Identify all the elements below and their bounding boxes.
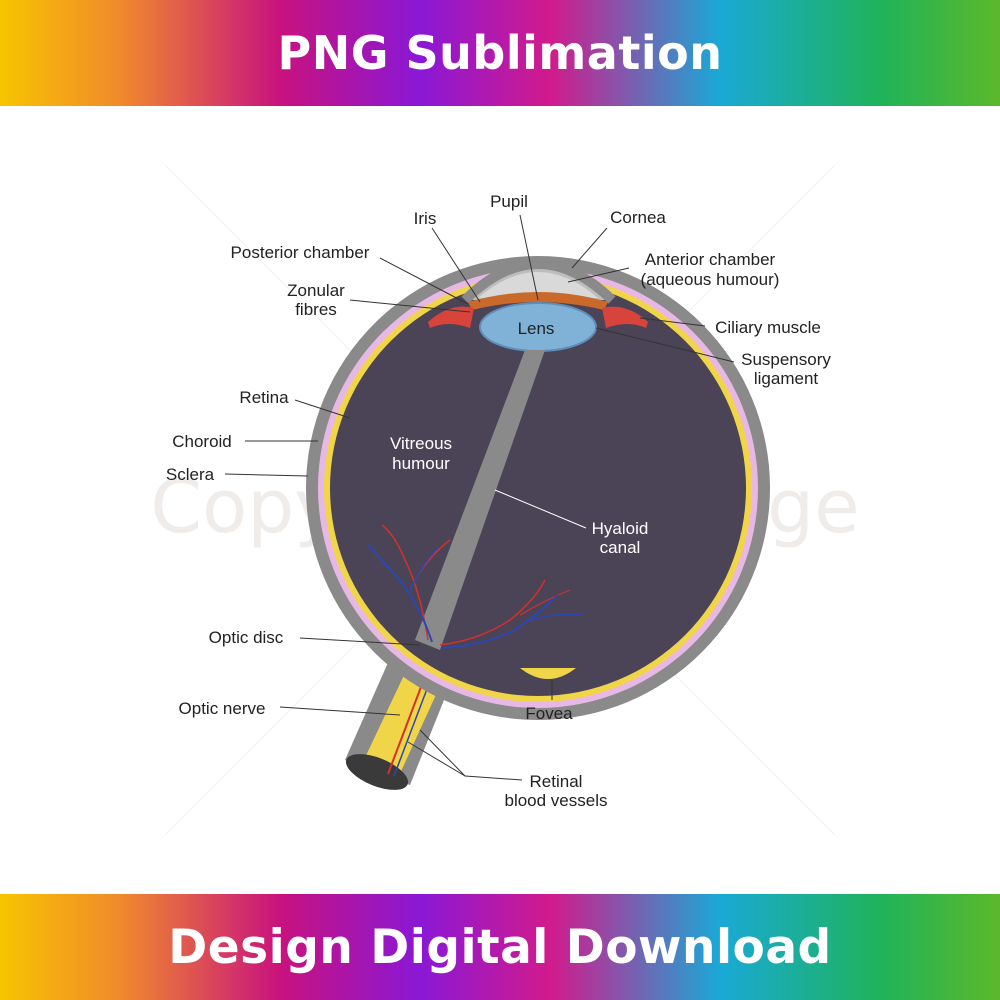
iris-shape [468, 292, 608, 310]
anterior-chamber-shape [478, 272, 598, 298]
label-retinal-vessels-1: Retinal [530, 772, 583, 791]
label-zonular-1: Zonular [287, 281, 345, 300]
label-anterior-chamber-2: (aqueous humour) [641, 270, 780, 289]
label-hyaloid-1: Hyaloid [592, 519, 649, 538]
top-banner: PNG Sublimation [0, 0, 1000, 106]
label-hyaloid-2: canal [600, 538, 641, 557]
label-optic-disc: Optic disc [209, 628, 284, 647]
bottom-banner-text: Design Digital Download [168, 919, 832, 975]
label-suspensory-2: ligament [754, 369, 819, 388]
diagram-labels: Pupil Iris Cornea Posterior chamber Ante… [166, 192, 831, 810]
label-retina: Retina [239, 388, 289, 407]
ciliary-left [428, 306, 474, 328]
label-lens: Lens [518, 319, 555, 338]
label-pupil: Pupil [490, 192, 528, 211]
label-anterior-chamber-1: Anterior chamber [645, 250, 776, 269]
hyaloid-leader [494, 489, 587, 529]
label-ciliary-muscle: Ciliary muscle [715, 318, 821, 337]
label-optic-nerve: Optic nerve [179, 699, 266, 718]
label-cornea: Cornea [610, 208, 666, 227]
retinal-blood-vessels [367, 524, 583, 649]
leader-lines [224, 214, 735, 781]
label-fovea: Fovea [525, 704, 573, 723]
bottom-banner: Design Digital Download [0, 894, 1000, 1000]
label-suspensory-1: Suspensory [741, 350, 831, 369]
label-iris: Iris [414, 209, 437, 228]
label-choroid: Choroid [172, 432, 232, 451]
top-banner-text: PNG Sublimation [277, 26, 723, 80]
label-vitreous-1: Vitreous [390, 434, 452, 453]
label-retinal-vessels-2: blood vessels [504, 791, 607, 810]
label-zonular-2: fibres [295, 300, 337, 319]
label-posterior-chamber: Posterior chamber [231, 243, 370, 262]
label-sclera: Sclera [166, 465, 215, 484]
ciliary-right [602, 306, 648, 328]
label-vitreous-2: humour [392, 454, 450, 473]
hyaloid-canal-shape [415, 350, 545, 650]
fovea-shape [520, 668, 576, 679]
